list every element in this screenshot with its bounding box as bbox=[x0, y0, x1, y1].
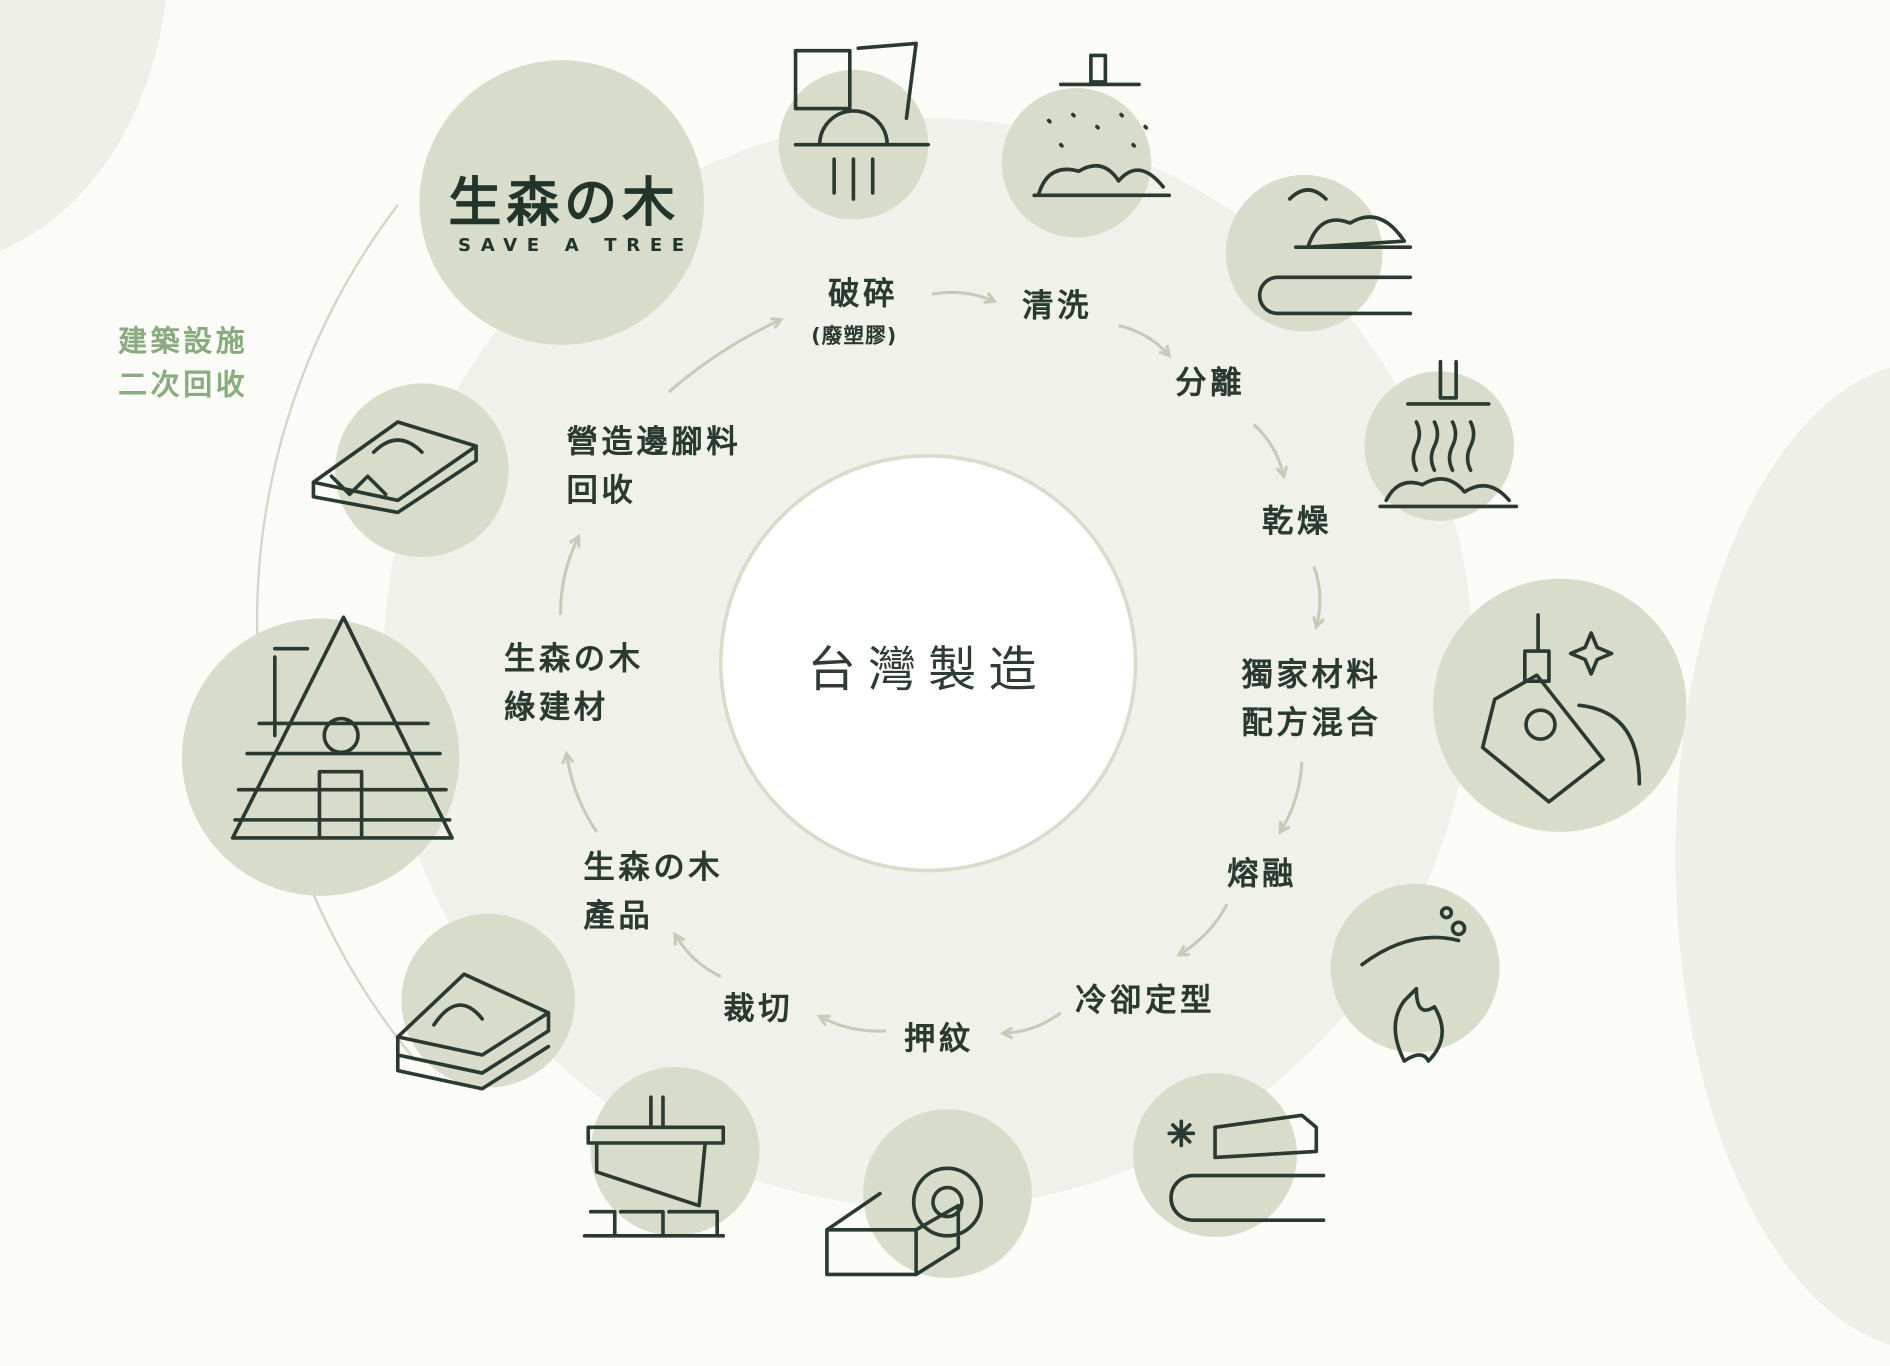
flow-arrows bbox=[559, 290, 1325, 1040]
step-green-material-line2: 綠建材 bbox=[503, 689, 609, 726]
step-crush: 破碎 bbox=[828, 276, 899, 313]
embossing-roller-icon-circle bbox=[863, 1109, 1032, 1279]
flow-arrow bbox=[565, 753, 598, 833]
scrap-wood-icon bbox=[311, 420, 478, 515]
separator-conveyor-icon-circle bbox=[1225, 174, 1383, 332]
logo-name: 生森の木 bbox=[448, 172, 680, 234]
a-frame-house-icon-circle bbox=[182, 618, 460, 896]
embossing-roller-icon bbox=[825, 1166, 984, 1277]
flow-arrow bbox=[1312, 566, 1322, 628]
flow-arrow bbox=[818, 1015, 887, 1033]
arrowhead-icon bbox=[983, 291, 998, 304]
arrowhead-icon bbox=[1176, 944, 1190, 957]
step-cool: 冷卻定型 bbox=[1075, 982, 1216, 1019]
a-frame-house-icon bbox=[230, 615, 454, 840]
melting-flame-icon bbox=[1360, 906, 1467, 1063]
side-note-line1: 建築設施 bbox=[118, 324, 249, 359]
step-product-line1: 生森の木 bbox=[583, 850, 724, 887]
step-melt: 熔融 bbox=[1227, 856, 1298, 893]
step-green-material: 生森の木 綠建材 bbox=[504, 635, 644, 731]
icon-circles bbox=[182, 41, 1687, 1279]
washing-icon-circle bbox=[1001, 88, 1152, 238]
step-green-material-line1: 生森の木 bbox=[503, 641, 644, 678]
flow-arrow bbox=[1278, 761, 1304, 833]
arrowhead-icon bbox=[1158, 344, 1172, 359]
step-cut: 裁切 bbox=[723, 991, 794, 1028]
step-scrap-recycle: 營造邊腳料 回收 bbox=[567, 418, 742, 514]
arrowhead-icon bbox=[816, 1014, 831, 1027]
arrowhead-icon bbox=[561, 750, 575, 765]
step-scrap-recycle-line2: 回收 bbox=[566, 472, 637, 509]
step-crush-sub: (廢塑膠) bbox=[811, 324, 898, 349]
flow-arrow bbox=[673, 933, 722, 978]
wood-planks-product-icon-circle bbox=[401, 913, 575, 1088]
flow-arrow bbox=[559, 535, 580, 615]
flow-arrow bbox=[1178, 903, 1229, 957]
arrowhead-icon bbox=[1275, 465, 1289, 480]
step-mix: 獨家材料 配方混合 bbox=[1242, 651, 1382, 747]
arrowhead-icon bbox=[999, 1026, 1014, 1040]
step-emboss: 押紋 bbox=[904, 1021, 974, 1058]
flow-arrow bbox=[668, 318, 782, 393]
step-scrap-recycle-line1: 營造邊腳料 bbox=[566, 424, 742, 461]
side-note-line2: 二次回收 bbox=[118, 367, 249, 402]
dryer-icon bbox=[1378, 359, 1519, 509]
side-note: 建築設施 二次回收 bbox=[118, 320, 248, 407]
center-label: 台灣製造 bbox=[807, 642, 1049, 699]
washing-icon bbox=[1032, 53, 1172, 198]
step-separate: 分離 bbox=[1175, 365, 1246, 402]
flow-arrow bbox=[1252, 423, 1286, 477]
logo-badge-circle bbox=[419, 60, 704, 345]
arrowhead-icon bbox=[568, 533, 581, 548]
arrowhead-icon bbox=[673, 931, 686, 946]
arrowhead-icon bbox=[770, 317, 784, 330]
cutting-machine-icon-circle bbox=[590, 1067, 760, 1236]
step-wash: 清洗 bbox=[1022, 288, 1093, 325]
crusher-icon bbox=[793, 41, 930, 201]
mixer-icon bbox=[1480, 613, 1642, 804]
step-product: 生森の木 產品 bbox=[583, 844, 723, 940]
melting-flame-icon-circle bbox=[1330, 883, 1500, 1053]
inner-circle bbox=[719, 453, 1138, 873]
step-dry: 乾燥 bbox=[1262, 503, 1332, 541]
cutting-machine-icon bbox=[582, 1095, 726, 1238]
step-product-line2: 產品 bbox=[583, 898, 654, 935]
wood-planks-product-icon bbox=[395, 972, 551, 1091]
step-mix-line1: 獨家材料 bbox=[1241, 657, 1382, 694]
separator-conveyor-icon bbox=[1257, 188, 1413, 316]
arrowhead-icon bbox=[1312, 616, 1325, 631]
flow-arrow bbox=[931, 290, 996, 303]
scrap-wood-icon-circle bbox=[335, 383, 509, 558]
flow-arrow bbox=[1118, 324, 1171, 357]
step-mix-line2: 配方混合 bbox=[1241, 705, 1382, 742]
arrowhead-icon bbox=[1278, 821, 1291, 835]
logo-tagline: SAVE A TREE bbox=[458, 233, 694, 256]
cooling-conveyor-icon bbox=[1167, 1113, 1326, 1222]
flow-arrow bbox=[1002, 1011, 1062, 1035]
